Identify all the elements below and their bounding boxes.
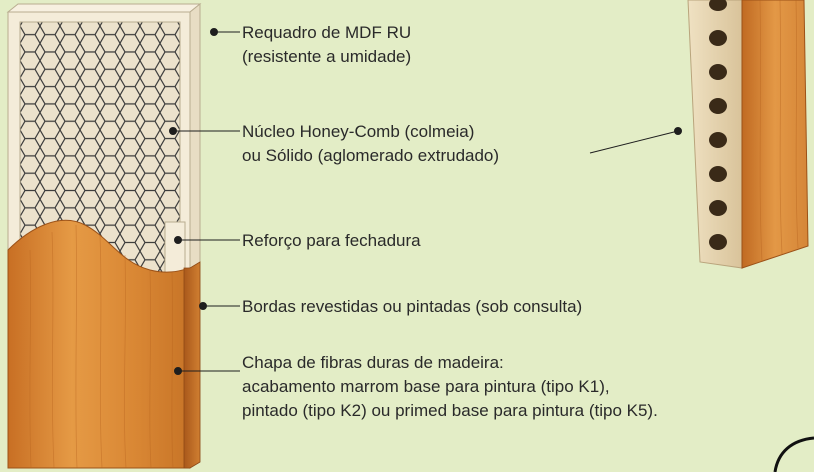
core-label-line1: Núcleo Honey-Comb (colmeia) [242, 122, 475, 141]
frame-label-line2: (resistente a umidade) [242, 47, 412, 66]
door-illustration [6, 2, 202, 469]
door-top-edge [6, 3, 202, 13]
lock-pointer-dot [174, 236, 182, 244]
hardboard-pointer-dot [174, 367, 182, 375]
edges-label: Bordas revestidas ou pintadas (sob consu… [242, 297, 583, 316]
core-pointer-dot [169, 127, 177, 135]
frame-pointer-dot [210, 28, 218, 36]
edge-band [183, 261, 201, 469]
leader-lines [169, 28, 682, 375]
sample-holes [709, 0, 727, 250]
hardboard-label-line1: Chapa de fibras duras de madeira: [242, 353, 504, 372]
core-label-line2: ou Sólido (aglomerado extrudado) [242, 146, 500, 165]
frame-label-line1: Requadro de MDF RU [242, 23, 412, 42]
hardboard-label-line2: acabamento marrom base para pintura (tip… [242, 377, 610, 396]
core-sample [687, 0, 809, 269]
sample-pointer-dot [674, 127, 682, 135]
decorative-arc [773, 436, 814, 472]
lock-reinforcement-label: Reforço para fechadura [242, 231, 421, 250]
edge-pointer-dot [199, 302, 207, 310]
wood-grain [29, 224, 174, 468]
sample-face [741, 0, 809, 269]
hardboard-skin [7, 219, 191, 469]
hardboard-label-line3: pintado (tipo K2) ou primed base para pi… [242, 401, 658, 420]
